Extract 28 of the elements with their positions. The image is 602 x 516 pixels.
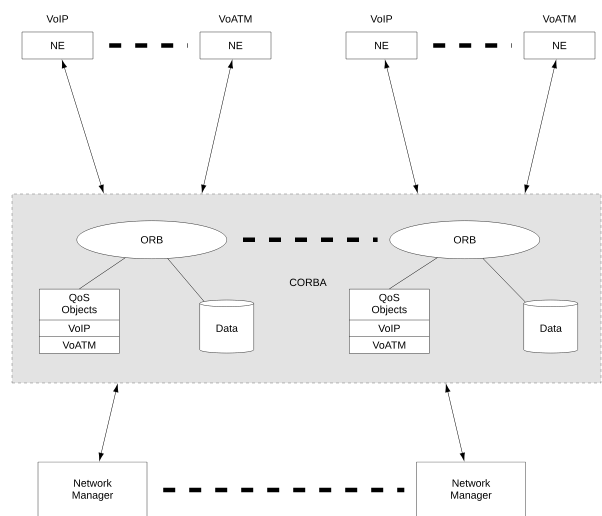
manager-box: Network Manager <box>38 462 148 516</box>
box-heading: VoATM <box>542 15 576 23</box>
arrow <box>524 60 557 193</box>
network-element-box: NE <box>346 32 418 60</box>
ellipsis-dashes <box>433 43 512 48</box>
network-element-box: NE <box>200 32 272 60</box>
arrow <box>201 60 233 193</box>
connector-line <box>79 258 126 290</box>
box-heading: VoATM <box>218 15 252 23</box>
ellipsis-dashes <box>163 488 404 492</box>
box-heading: VoIP <box>370 15 392 23</box>
database-cylinder: Data <box>524 300 578 354</box>
connector-line <box>167 258 204 302</box>
network-element-box: NE <box>524 32 596 60</box>
arrow <box>445 384 465 461</box>
box-heading: VoIP <box>46 15 68 23</box>
arrow <box>384 60 418 193</box>
ellipsis-dashes <box>109 43 188 48</box>
connector-line <box>482 258 526 302</box>
object-stack: QoS Objects VoIP VoATM <box>39 288 120 354</box>
object-stack: QoS Objects VoIP VoATM <box>349 288 430 354</box>
arrow <box>98 384 118 461</box>
ellipsis-dashes <box>243 238 378 242</box>
arrow <box>62 60 104 193</box>
connector-line <box>389 257 438 290</box>
database-cylinder: Data <box>200 300 254 354</box>
network-element-box: NE <box>22 32 94 60</box>
manager-box: Network Manager <box>416 462 526 516</box>
